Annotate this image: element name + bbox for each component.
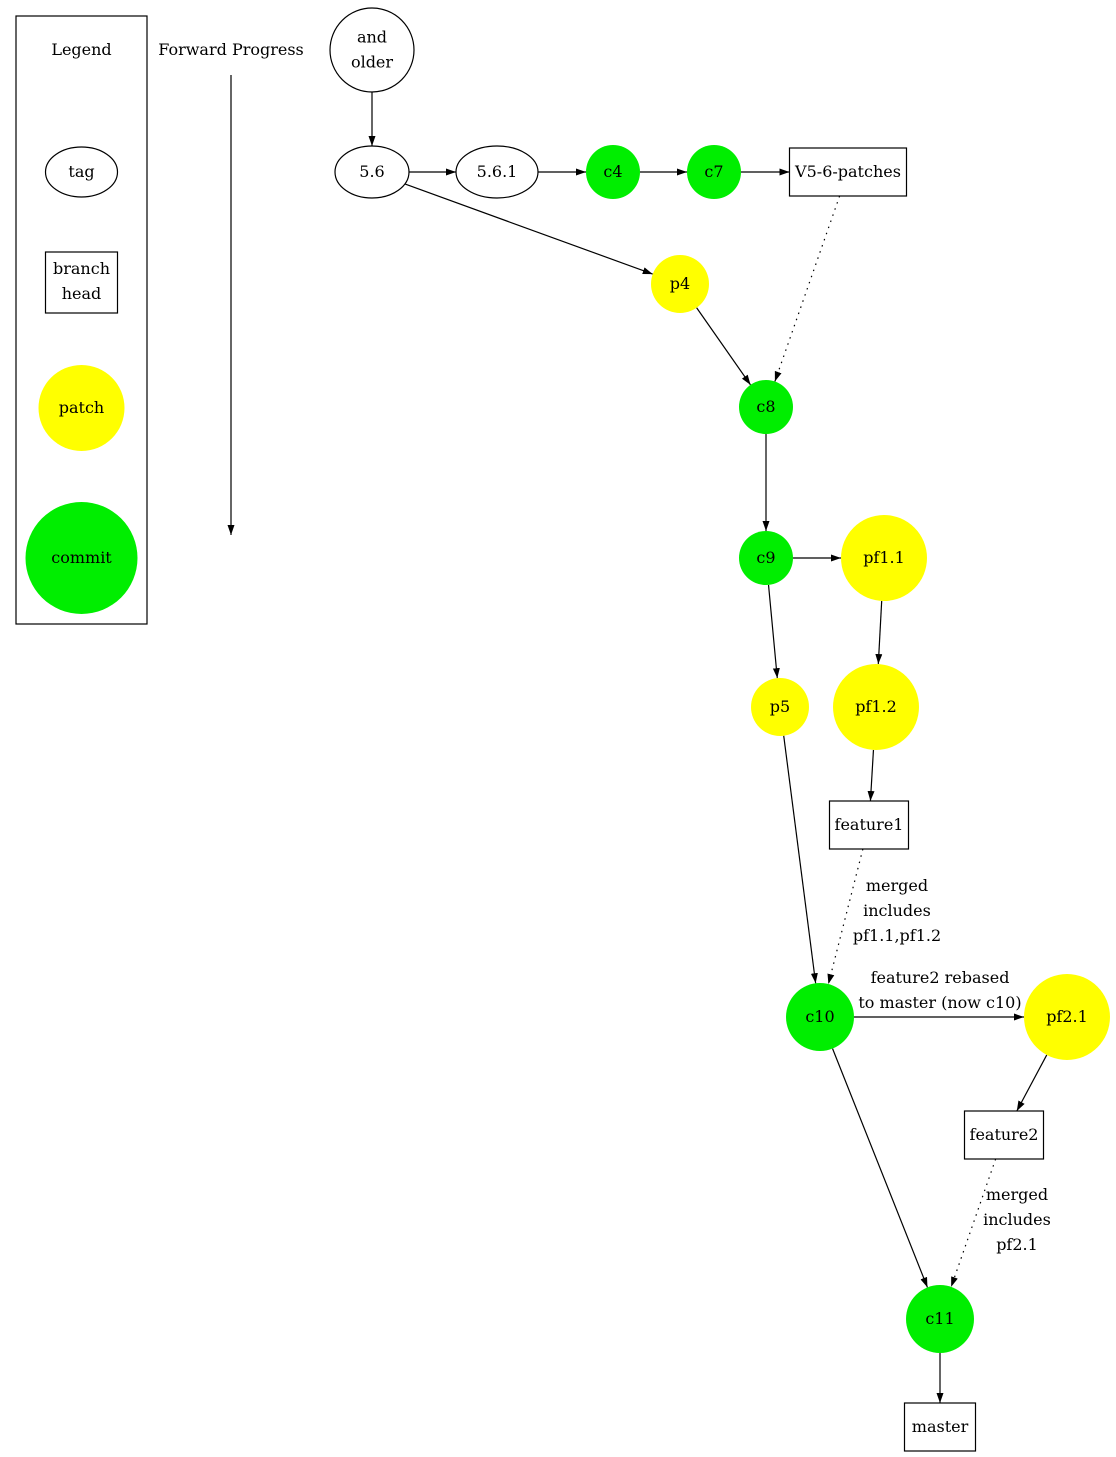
node-c9: c9: [739, 531, 793, 585]
edge-label-feature2-to-c11-line3: pf2.1: [996, 1235, 1038, 1254]
edge-c10-to-c11: [831, 1048, 929, 1288]
node-c8-label: c8: [756, 397, 775, 416]
node-v561-label: 5.6.1: [477, 162, 518, 181]
node-c4-label: c4: [603, 162, 622, 181]
legend-patch-label: patch: [59, 398, 104, 417]
node-c8-shape: [739, 380, 793, 434]
node-c11: c11: [906, 1285, 974, 1353]
node-c9-shape: [739, 531, 793, 585]
node-feature1-label: feature1: [835, 815, 904, 834]
node-pf21-shape: [1024, 974, 1110, 1060]
node-feature2-shape: [963, 1110, 1045, 1160]
node-c10-label: c10: [805, 1007, 834, 1026]
edge-label-feature1-to-c10-line2: includes: [863, 901, 931, 920]
node-v56patches-shape: [788, 147, 908, 197]
edge-pf11-to-pf12: [875, 600, 883, 665]
node-pf12-label: pf1.2: [855, 697, 897, 716]
node-v561-shape: [455, 145, 539, 199]
legend-panel: Legend tag branch head patch commit: [15, 15, 148, 625]
edge-c9-to-p5: [767, 584, 780, 679]
node-c4: c4: [586, 145, 640, 199]
edge-label-c10-to-pf21-line1: feature2 rebased: [871, 968, 1010, 987]
node-c4-shape: [586, 145, 640, 199]
legend-frame: [15, 15, 148, 625]
node-pf11-shape: [841, 515, 927, 601]
node-p4: p4: [651, 255, 709, 313]
legend-commit-shape: [25, 502, 138, 614]
edge-label-feature2-to-c11-line1: merged: [986, 1185, 1048, 1204]
edge-label-feature1-to-c10-line1: merged: [866, 876, 928, 895]
legend-tag-label: tag: [68, 162, 94, 181]
node-feature1-shape: [828, 800, 910, 850]
legend-tag-shape: [44, 146, 119, 198]
node-pf11-label: pf1.1: [863, 548, 905, 567]
node-c10-shape: [786, 983, 854, 1051]
edge-v56patches-to-c8: [774, 195, 841, 382]
node-v56: 5.6: [334, 145, 410, 199]
edge-label-feature2-to-c11-line2: includes: [983, 1210, 1051, 1229]
node-pf21: pf2.1: [1024, 974, 1110, 1060]
node-older: and older: [329, 7, 415, 93]
node-master-label: master: [912, 1417, 969, 1436]
node-p5: p5: [751, 678, 809, 736]
legend-patch-shape: [38, 365, 125, 451]
node-v56patches: V5-6-patches: [788, 147, 908, 197]
node-c8: c8: [739, 380, 793, 434]
node-c9-label: c9: [756, 548, 775, 567]
nodes-layer: and older 5.6 5.6.1 c4 c7 V5-6-patches p4 c8 c9 pf…: [329, 7, 1110, 1452]
edge-label-c10-to-pf21-line2: to master (now c10): [858, 993, 1021, 1012]
legend-commit-label: commit: [51, 548, 112, 567]
node-pf12: pf1.2: [833, 664, 919, 750]
legend-branch-shape: [44, 251, 119, 314]
forward-progress: Forward Progress: [158, 40, 304, 535]
edge-pf21-to-feature2: [1016, 1054, 1048, 1112]
legend-title: Legend: [51, 40, 111, 59]
node-pf12-shape: [833, 664, 919, 750]
node-feature1: feature1: [828, 800, 910, 850]
edge-feature1-to-c10: [827, 848, 864, 985]
legend-branch-label-line1: branch: [53, 259, 110, 278]
node-pf11: pf1.1: [841, 515, 927, 601]
legend-branch-label-line2: head: [62, 284, 102, 303]
edge-v56-to-p4: [404, 183, 653, 275]
node-p4-label: p4: [670, 274, 690, 293]
node-c7: c7: [687, 145, 741, 199]
node-master: master: [903, 1402, 977, 1452]
edge-p4-to-c8: [696, 307, 752, 386]
node-v56patches-label: V5-6-patches: [794, 162, 901, 181]
node-c7-label: c7: [704, 162, 723, 181]
node-c11-label: c11: [925, 1309, 954, 1328]
node-c7-shape: [687, 145, 741, 199]
node-older-label-line1: and: [357, 28, 387, 47]
forward-progress-label: Forward Progress: [158, 40, 304, 59]
edge-pf12-to-feature1: [867, 749, 875, 802]
node-p5-shape: [751, 678, 809, 736]
node-v56-shape: [334, 145, 410, 199]
edge-p5-to-c10: [783, 735, 818, 984]
node-p5-label: p5: [770, 697, 790, 716]
edges-layer: merged includes pf1.1,pf1.2 feature2 rebase…: [368, 92, 1051, 1403]
node-p4-shape: [651, 255, 709, 313]
node-v561: 5.6.1: [455, 145, 539, 199]
node-feature2: feature2: [963, 1110, 1045, 1160]
node-v56-label: 5.6: [359, 162, 384, 181]
node-c11-shape: [906, 1285, 974, 1353]
node-feature2-label: feature2: [970, 1125, 1039, 1144]
edge-label-feature1-to-c10-line3: pf1.1,pf1.2: [853, 926, 941, 945]
node-older-shape: [329, 7, 415, 93]
node-master-shape: [903, 1402, 977, 1452]
node-pf21-label: pf2.1: [1046, 1007, 1088, 1026]
node-older-label-line2: older: [351, 53, 393, 72]
node-c10: c10: [786, 983, 854, 1051]
